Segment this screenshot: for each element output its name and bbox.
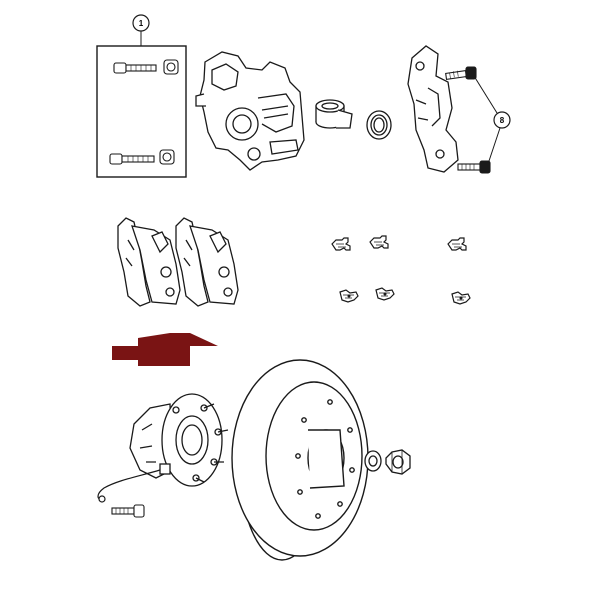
brake-pad-right-icon bbox=[175, 217, 239, 307]
caliper-piston-icon bbox=[315, 99, 353, 129]
piston-seal-icon bbox=[366, 110, 392, 140]
callout-8: 8 bbox=[473, 75, 511, 165]
brake-pad-left-icon bbox=[117, 217, 181, 307]
bracket-bolt-lower-icon bbox=[457, 160, 491, 174]
hub-bearing-icon bbox=[129, 393, 229, 487]
clip-1-icon bbox=[331, 237, 351, 251]
clip-2-icon bbox=[369, 235, 389, 249]
hub-nut-icon bbox=[385, 449, 411, 475]
bolt-kit-box-icon bbox=[96, 45, 187, 178]
clip-5-icon bbox=[375, 287, 395, 301]
bracket-bolt-upper-icon bbox=[445, 66, 477, 80]
caliper-bracket-icon bbox=[407, 45, 459, 173]
clip-4-icon bbox=[339, 289, 359, 303]
clip-6-icon bbox=[451, 291, 471, 305]
callout-1-label: 1 bbox=[139, 19, 144, 28]
caliper-housing-icon bbox=[195, 51, 305, 171]
clip-3-icon bbox=[447, 237, 467, 251]
callout-1: 1 bbox=[132, 14, 150, 46]
hub-bolt-icon bbox=[111, 504, 145, 518]
abs-sensor-wire-icon bbox=[97, 469, 161, 503]
washer-icon bbox=[364, 450, 382, 472]
brake-rotor-icon bbox=[231, 359, 369, 561]
callout-8-label: 8 bbox=[500, 116, 505, 125]
direction-arrow-icon bbox=[112, 333, 218, 366]
